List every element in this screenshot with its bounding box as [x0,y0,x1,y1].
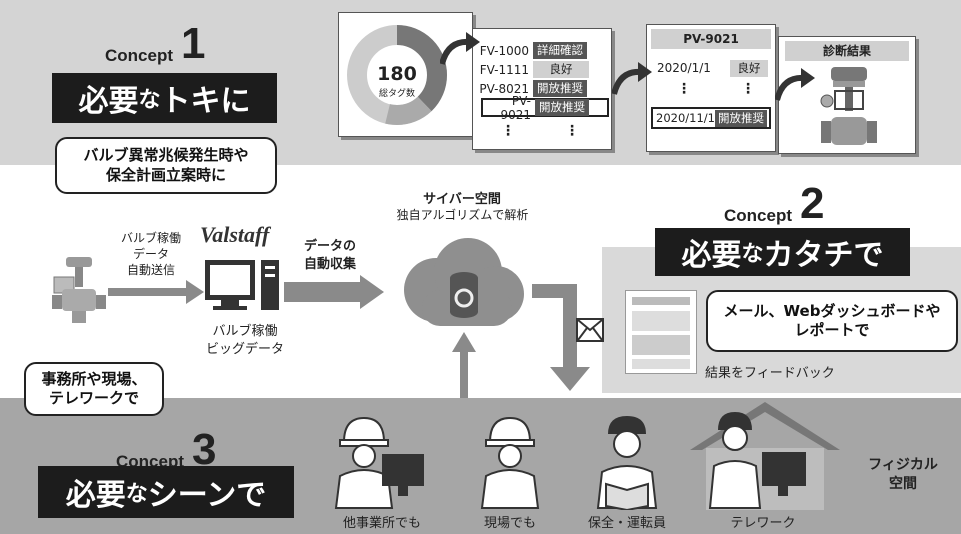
donut-label: 総タグ数 [378,89,415,99]
concept2-title-a: 必要 [681,238,742,273]
curved-arrow-icon [612,62,652,95]
ellipsis: ⋮ [677,81,691,97]
concept1-bubble: バルブ異常兆候発生時や 保全計画立案時に [55,137,277,194]
concept1-word: Concept [105,46,173,65]
arrow-right-icon [284,275,384,309]
mail-icon [576,318,604,342]
curved-arrow-icon [440,32,480,65]
tag-row: FV-1111 良好 [475,60,609,79]
tag-list-screen: FV-1000 詳細確認 FV-1111 良好 PV-8021 開放推奨 PV-902… [472,28,612,150]
history-status: 開放推奨 [715,109,767,127]
valstaff-logo: Valstaff [200,222,270,247]
valve-send-label: バルブ稼働 データ 自動送信 [120,231,181,278]
concept3-title-a: 必要 [65,478,126,513]
tag-status: 詳細確認 [533,42,587,59]
concept2-number: 2 [800,179,825,228]
tag-list: FV-1000 詳細確認 FV-1111 良好 PV-8021 開放推奨 PV-902… [475,41,609,122]
tag-row: PV-8021 開放推奨 [475,79,609,98]
worker-helmet-icon [480,416,540,509]
concept3-title: 必要なシーンで [38,466,294,518]
concept1-number: 1 [181,19,206,68]
tag-id: PV-8021 [479,81,529,96]
bigdata-label: バルブ稼働 ビッグデータ [205,324,284,357]
history-date: 2020/11/1 [656,111,715,125]
concept1-heading: Concept 1 [105,22,205,66]
computer-icon [205,260,279,310]
tag-id: FV-1000 [479,43,529,58]
tag-id: FV-1111 [479,62,529,77]
cyber-title: サイバー空間 [423,192,501,207]
concept1-title: 必要なトキに [52,73,277,123]
person-label: 他事業所でも [342,516,421,531]
diagnosis-screen: 診断結果 [778,36,916,154]
ellipsis: ⋮ [741,81,755,97]
tag-status: 開放推奨 [535,99,589,116]
concept2-bubble: メール、Webダッシュボードや レポートで [706,290,958,352]
tag-status: 開放推奨 [533,80,587,97]
donut-chart [347,25,447,125]
history-date: 2020/1/1 [657,61,711,75]
field-valve-icon [52,257,106,323]
arrow-down-icon [532,284,590,391]
cloud-icon [404,238,524,326]
curved-arrow-icon [775,68,815,101]
operator-reading-icon [596,416,658,510]
tag-id: PV-9021 [500,93,531,122]
cyber-subtitle: 独自アルゴリズムで解析 [396,208,529,222]
worker-helmet-pc-icon [334,416,424,509]
concept2-title-b: な [741,242,764,267]
concept1-title-b: な [138,88,161,113]
valve-icon [820,67,877,145]
history-screen: PV-9021 2020/1/1 良好 ⋮ ⋮ 2020/11/1 開放推奨 [646,24,776,152]
concept3-title-b: な [125,482,148,507]
history-title: PV-9021 [651,29,771,49]
ellipsis: ⋮ [501,123,515,139]
concept3-number: 3 [192,425,217,474]
history-row-highlighted: 2020/11/1 開放推奨 [651,107,771,129]
ellipsis: ⋮ [565,123,579,139]
person-label: テレワーク [730,516,796,531]
concept3-bubble: 事務所や現場、 テレワークで [24,362,164,416]
telework-house-icon [690,402,840,510]
tag-status: 良好 [533,61,589,78]
diagnosis-title: 診断結果 [785,41,909,61]
arrow-up-icon [452,332,476,398]
concept3-title-c: シーンで [147,478,267,513]
concept2-word: Concept [724,206,792,225]
report-thumbnail [625,290,697,374]
person-label: 保全・運転員 [587,516,666,531]
concept2-heading: Concept 2 [724,182,824,226]
auto-collect-label: データの 自動収集 [303,239,356,272]
arrow-right-icon [108,280,204,304]
feedback-label: 結果をフィードバック [705,366,835,381]
concept1-title-a: 必要 [78,84,139,119]
tag-row: FV-1000 詳細確認 [475,41,609,60]
person-label: 現場でも [483,516,536,531]
history-status: 良好 [730,60,768,77]
concept2-title-c: カタチで [763,238,884,273]
donut-value: 180 [377,63,417,85]
physical-space-label: フィジカル 空間 [868,457,938,492]
concept2-title: 必要なカタチで [655,228,910,276]
concept1-title-c: トキに [160,84,251,119]
